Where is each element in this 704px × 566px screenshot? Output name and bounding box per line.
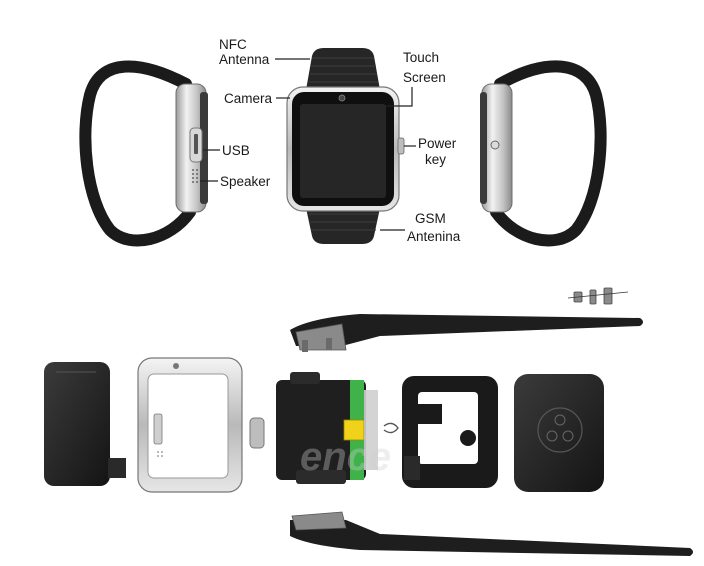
camera-label: Camera xyxy=(224,91,273,106)
nfc-label-line2: Antenna xyxy=(219,52,270,67)
exploded-metal-frame xyxy=(137,357,243,493)
touch-screen-callout: Touch Screen xyxy=(386,50,446,107)
camera-callout: Camera xyxy=(224,91,290,106)
speaker-grill-icon xyxy=(192,169,198,183)
speaker-callout: Speaker xyxy=(200,174,271,189)
power-key xyxy=(397,137,405,155)
right-view-edge xyxy=(480,92,487,204)
front-view-upper-strap xyxy=(306,48,380,90)
usb-label: USB xyxy=(222,143,250,158)
front-view-lower-strap xyxy=(306,208,380,244)
speaker-label: Speaker xyxy=(220,174,271,189)
watermark-text: ence xyxy=(300,435,391,479)
touch-label-line2: Screen xyxy=(403,70,446,85)
nfc-label-line1: NFC xyxy=(219,37,247,52)
exploded-lower-strap xyxy=(290,511,693,556)
power-key-callout: Power key xyxy=(404,136,457,167)
exploded-inner-frame xyxy=(402,376,498,488)
left-view-edge xyxy=(200,92,208,204)
usb-callout: USB xyxy=(203,143,250,158)
gsm-label-line2: Antenina xyxy=(407,229,461,244)
gsm-label-line1: GSM xyxy=(415,211,446,226)
power-label-line2: key xyxy=(425,152,446,167)
exploded-back-cover xyxy=(44,362,126,486)
right-view-strap xyxy=(490,60,607,247)
exploded-antenna-part xyxy=(383,422,399,434)
left-view-strap xyxy=(79,60,196,247)
watch-left-side-view xyxy=(79,60,208,247)
camera-lens-icon xyxy=(338,94,346,102)
power-label-line1: Power xyxy=(418,136,457,151)
watch-right-side-view xyxy=(480,60,607,247)
touch-screen xyxy=(300,104,386,198)
exploded-upper-strap xyxy=(290,314,643,352)
exploded-pins xyxy=(567,287,629,305)
gsm-antenna-callout: GSM Antenina xyxy=(380,211,461,244)
nfc-callout: NFC Antenna xyxy=(219,37,310,67)
exploded-display-module xyxy=(514,374,604,492)
usb-slot-icon xyxy=(194,134,198,154)
right-view-button-icon xyxy=(490,140,500,150)
exploded-side-button xyxy=(249,417,265,449)
watch-front-view xyxy=(286,48,405,244)
touch-label-line1: Touch xyxy=(403,50,439,65)
exploded-mainboard xyxy=(276,372,378,484)
